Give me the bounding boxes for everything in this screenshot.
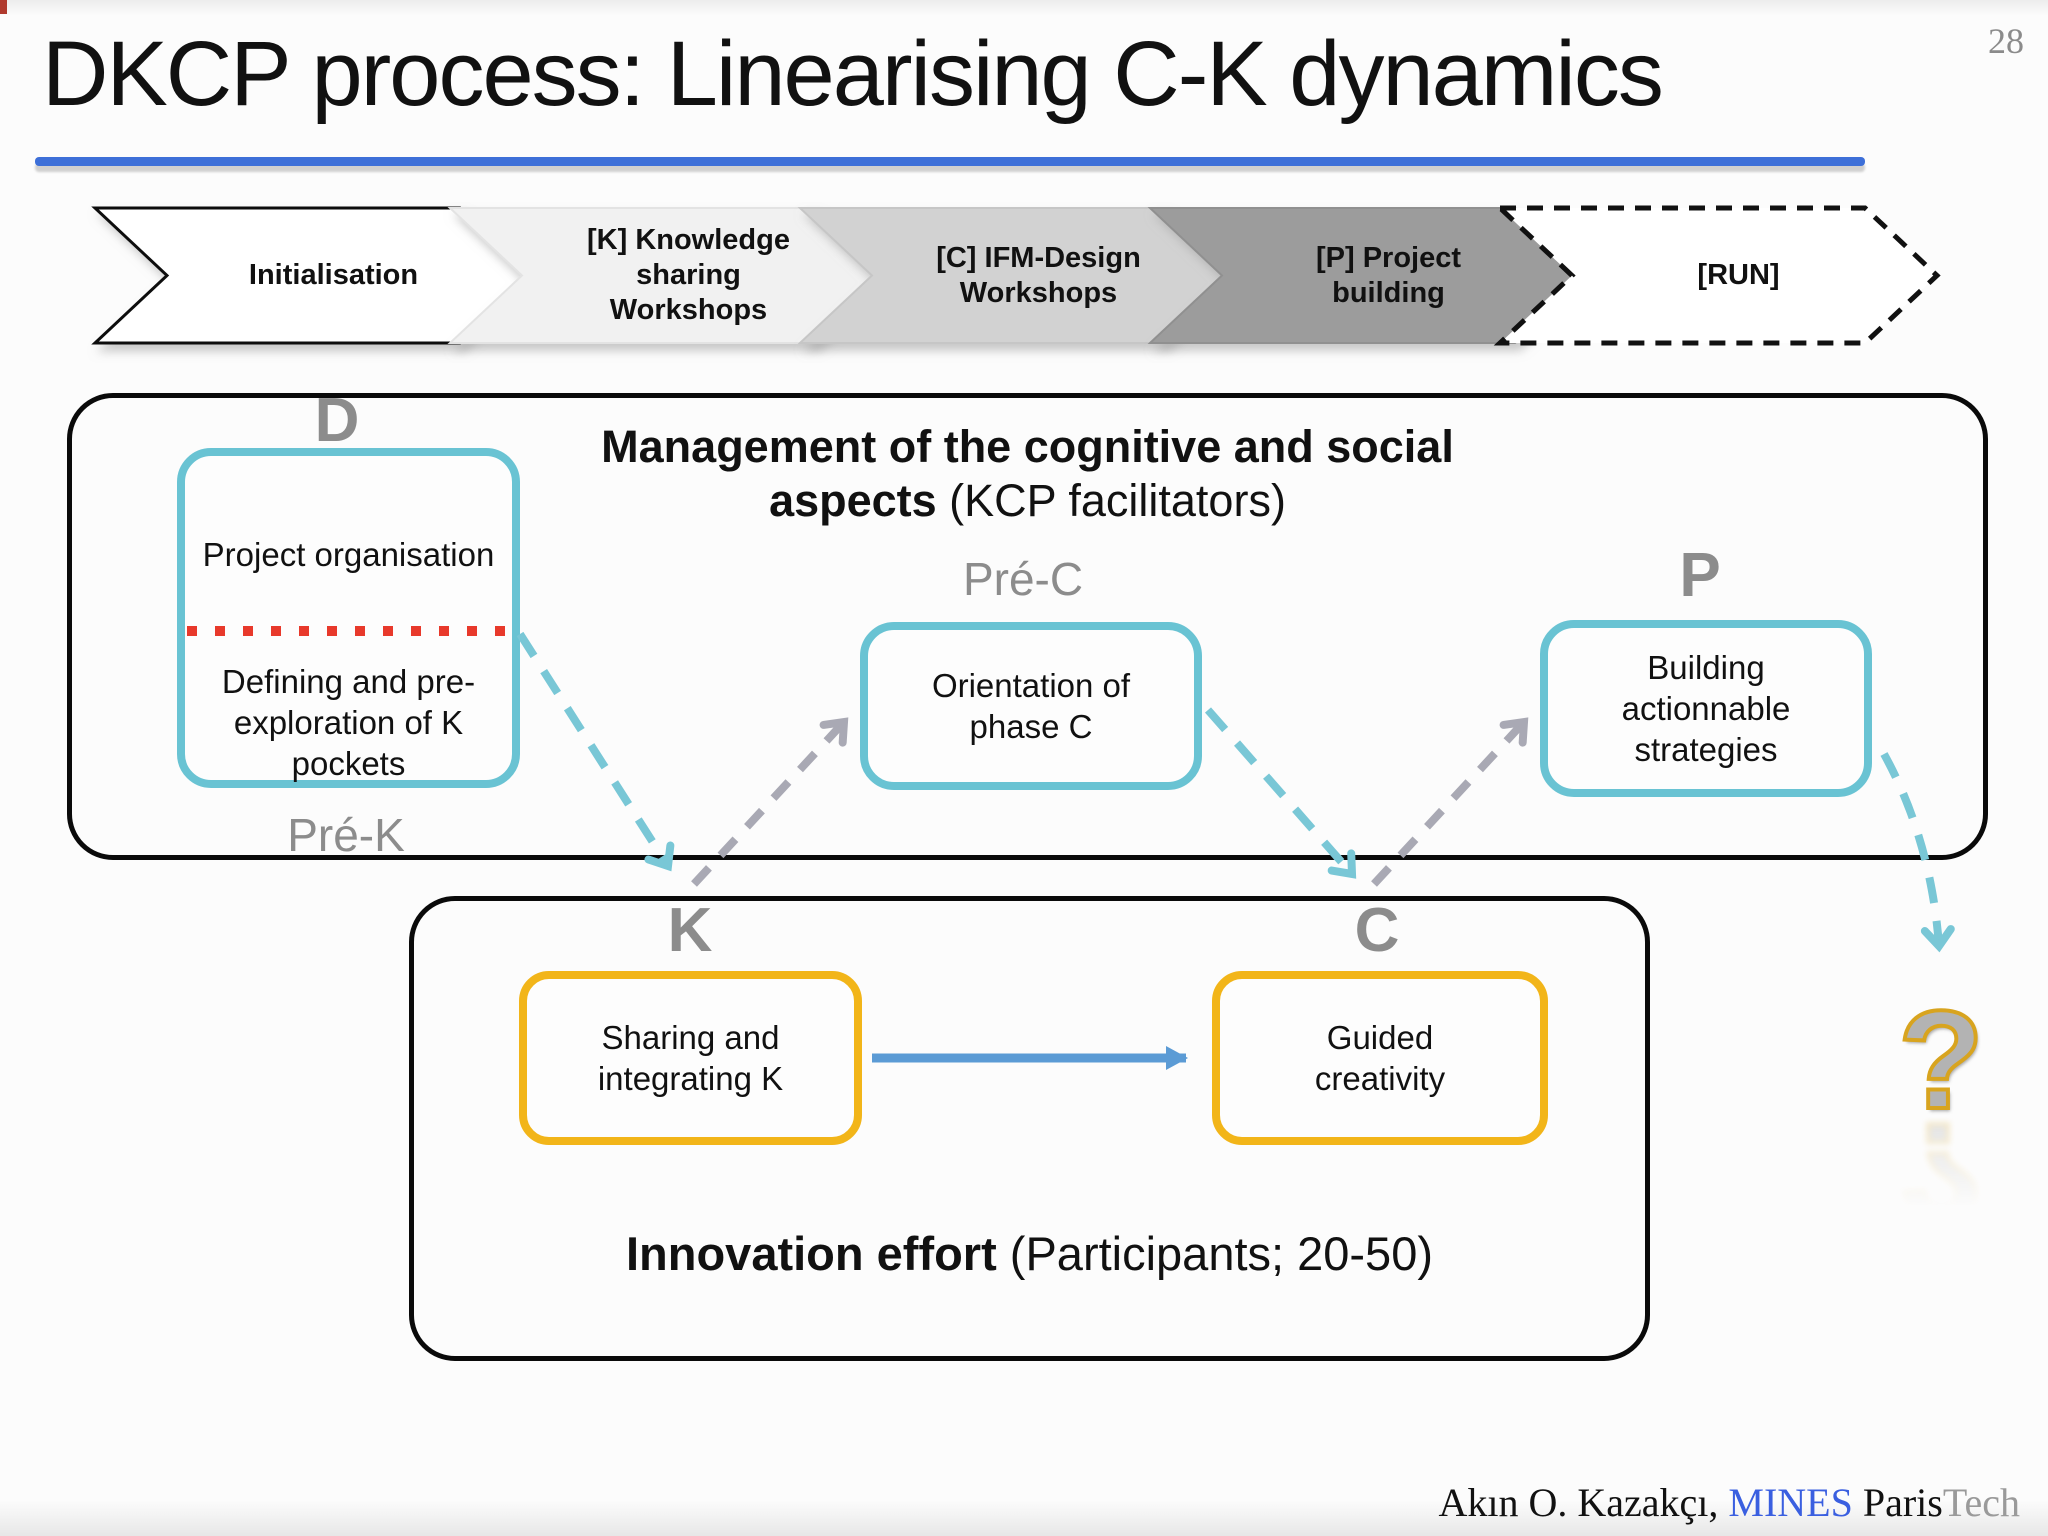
zone-label-pre-c: Pré-C xyxy=(962,553,1084,605)
pre-c-box[interactable]: Orientation of phase C xyxy=(860,622,1202,790)
chevron-label-p: [P] Project building xyxy=(1315,241,1462,309)
chevron-label-c: [C] IFM-Design Workshops xyxy=(936,241,1141,309)
slide-title: DKCP process: Linearising C-K dynamics xyxy=(42,23,1664,125)
zone-label-c: C xyxy=(1354,896,1400,965)
k-box[interactable]: Sharing and integrating K xyxy=(519,971,862,1145)
management-title: Management of the cognitive and social a… xyxy=(601,421,1454,526)
red-dotted-divider xyxy=(187,626,510,636)
zone-label-pre-k: Pré-K xyxy=(287,809,405,861)
question-mark-icon: ? xyxy=(1896,981,1986,1138)
p-box-text: Building actionnable strategies xyxy=(1621,649,1791,768)
open-question-group: ? ? xyxy=(1871,981,2011,1254)
question-mark-reflection: ? xyxy=(1896,1092,1986,1253)
innovation-container: Innovation effort (Participants; 20-50) xyxy=(409,896,1650,1361)
d-box-top-text: Project organisation xyxy=(202,536,495,573)
c-box-text: Guided creativity xyxy=(1314,1019,1446,1097)
footer-author: Akın O. Kazakçı, xyxy=(1438,1480,1729,1525)
zone-label-k: K xyxy=(667,896,713,965)
k-box-text: Sharing and integrating K xyxy=(597,1019,784,1097)
c-box[interactable]: Guided creativity xyxy=(1212,971,1548,1145)
page-number: 28 xyxy=(1988,21,2024,61)
management-container: Management of the cognitive and social a… xyxy=(67,393,1988,860)
innovation-caption: Innovation effort (Participants; 20-50) xyxy=(626,1227,1433,1280)
chevron-label-k: [K] Knowledge sharing Workshops xyxy=(587,224,790,326)
chevron-label-initialisation: Initialisation xyxy=(248,259,419,291)
zone-label-d: D xyxy=(314,386,360,455)
d-box-bottom-text: Defining and pre-exploration of K pocket… xyxy=(221,663,476,782)
corner-red-sliver xyxy=(0,0,7,14)
zone-label-p: P xyxy=(1679,541,1721,610)
footer-credit: Akın O. Kazakçı, MINES ParisTech xyxy=(1438,1479,2020,1526)
footer-org-mines: MINES xyxy=(1728,1480,1853,1525)
footer-org-tech: Tech xyxy=(1942,1480,2020,1525)
chevron-run[interactable] xyxy=(1493,205,1941,346)
p-box[interactable]: Building actionnable strategies xyxy=(1540,620,1872,797)
title-underline xyxy=(35,157,1865,166)
footer-org-paris: Paris xyxy=(1852,1480,1943,1525)
d-phase-box[interactable]: Project organisation Defining and pre-ex… xyxy=(177,448,520,788)
pre-c-box-text: Orientation of phase C xyxy=(931,667,1131,745)
chevron-label-run: [RUN] xyxy=(1697,259,1780,291)
